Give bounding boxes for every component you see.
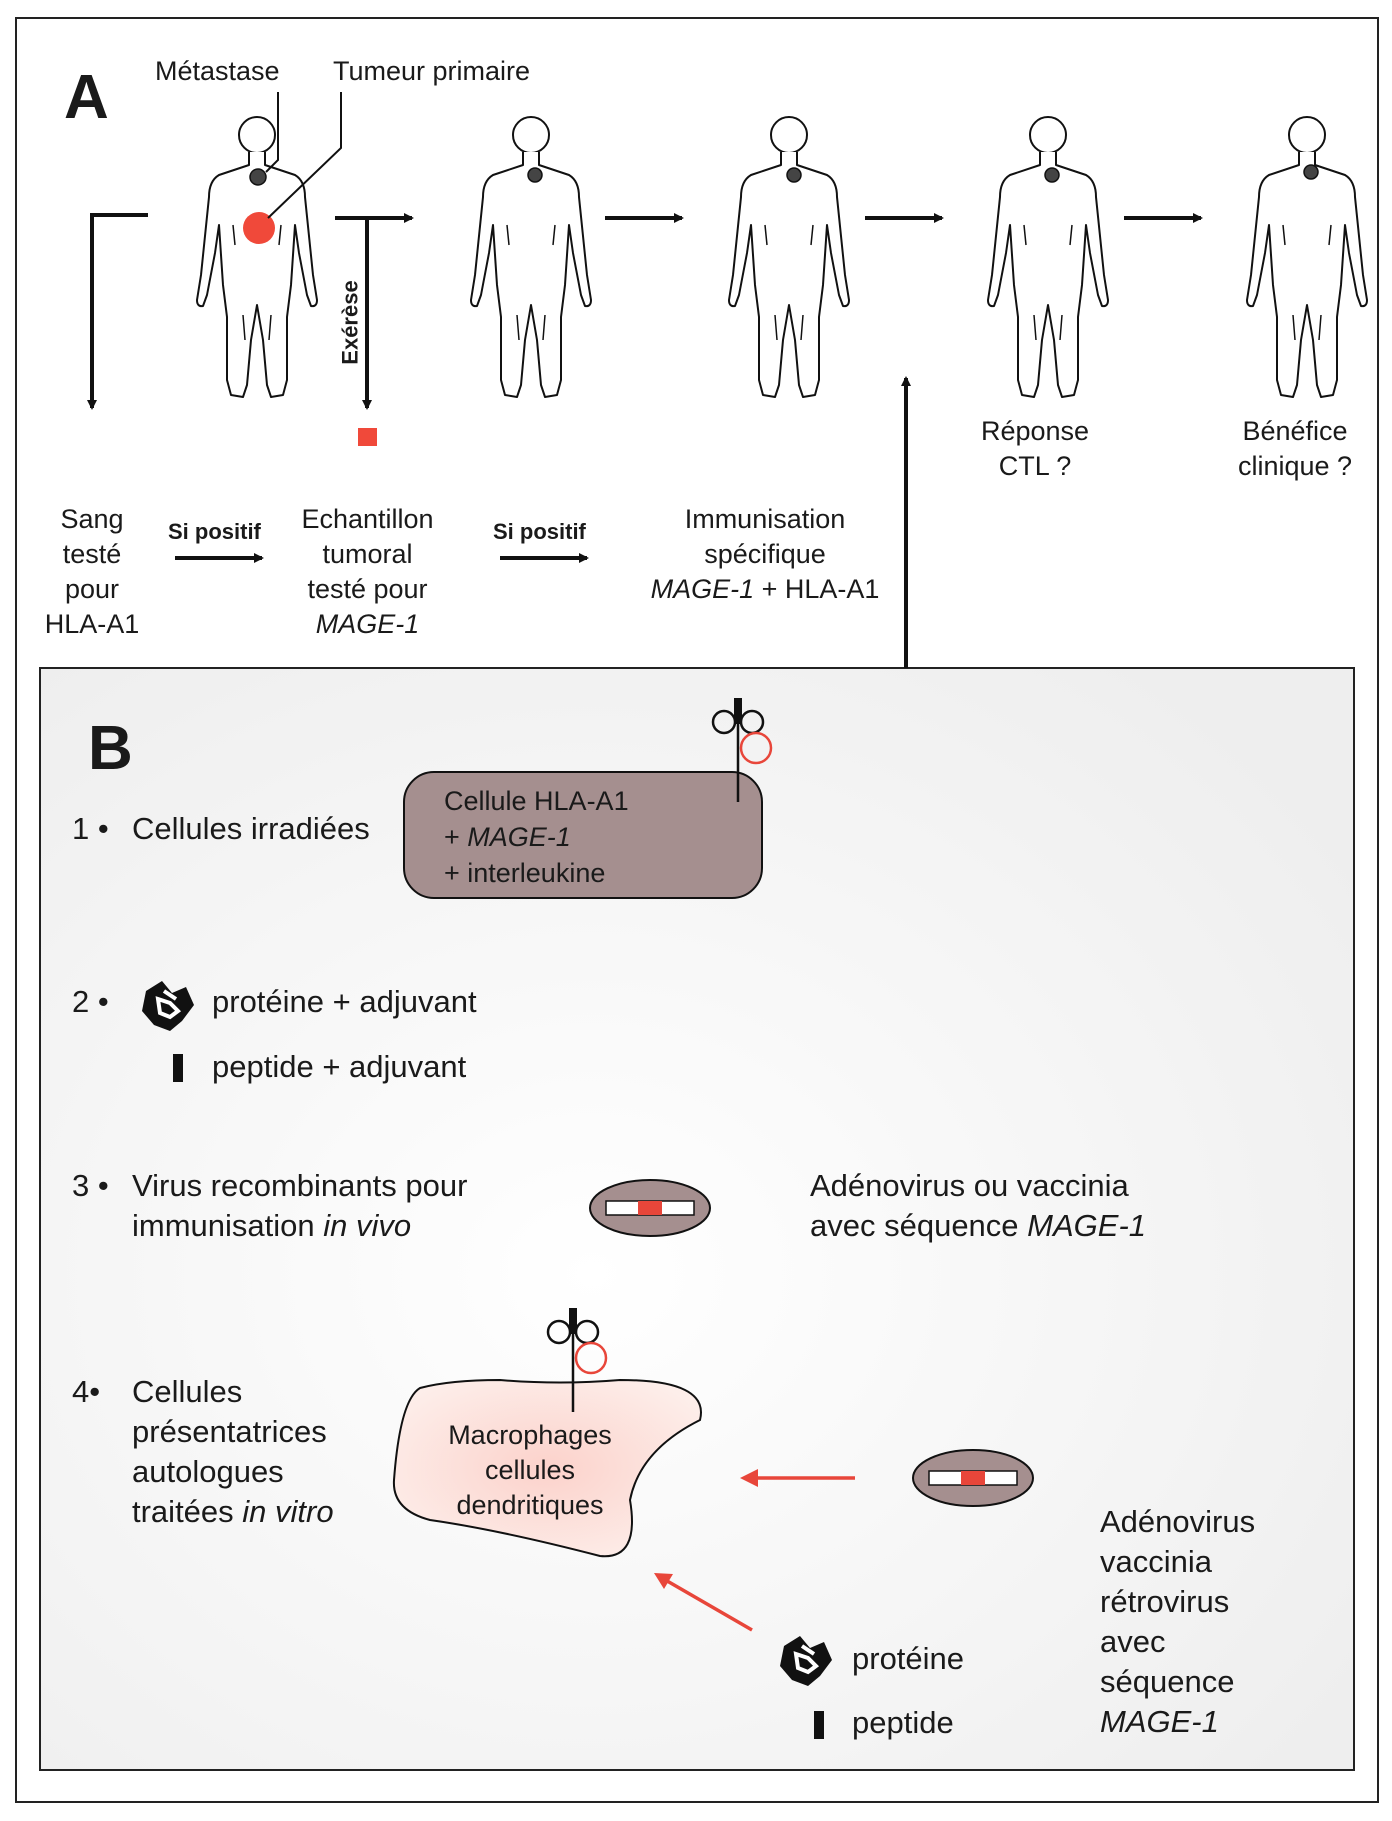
sang-line-1: Sang: [60, 504, 124, 534]
reponse-line-1: Réponse: [980, 416, 1090, 446]
macrophage-text: Macrophages cellules dendritiques: [420, 1418, 640, 1523]
cell-line-3: + interleukine: [444, 858, 606, 888]
item-4-text: Cellules présentatrices autologues trait…: [132, 1372, 334, 1532]
peptide-icon-1: [173, 1054, 183, 1082]
item-3-right-line-2-italic: MAGE-1: [1027, 1208, 1147, 1243]
macro-line-3: dendritiques: [456, 1490, 604, 1520]
person-1-icon: [196, 116, 318, 398]
label-si-positif-2: Si positif: [493, 519, 586, 544]
virus-icon-2: [912, 1449, 1034, 1507]
item-4-proteine: protéine: [852, 1641, 965, 1676]
macro-line-1: Macrophages: [448, 1420, 612, 1450]
person-2-icon: [470, 116, 592, 398]
item-4-virus-text: Adénovirus vaccinia rétrovirus avec séqu…: [1100, 1502, 1255, 1742]
item-4-peptide: peptide: [852, 1705, 954, 1740]
echantillon-line-3: testé pour: [307, 574, 428, 604]
label-metastase: Métastase: [155, 56, 280, 86]
item-3-text: Virus recombinants pour immunisation in …: [132, 1166, 467, 1246]
item-4-line-1: Cellules: [132, 1374, 243, 1409]
item-3-right-line-2-text: avec séquence: [810, 1208, 1028, 1243]
label-reponse: Réponse CTL ?: [955, 414, 1115, 484]
sang-line-4: HLA-A1: [44, 609, 140, 639]
immunisation-line-2: spécifique: [704, 539, 826, 569]
item-2-peptide: peptide + adjuvant: [212, 1049, 467, 1084]
reponse-line-2: CTL ?: [998, 451, 1072, 481]
item-4-line-2: présentatrices: [132, 1414, 327, 1449]
item-3-line-2-italic: in vivo: [323, 1208, 412, 1243]
peptide-icon-2: [814, 1711, 824, 1739]
item-3-right-line-1: Adénovirus ou vaccinia: [810, 1168, 1129, 1203]
label-si-positif-1: Si positif: [168, 519, 261, 544]
echantillon-line-4: MAGE-1: [315, 609, 420, 639]
sang-line-3: pour: [64, 574, 120, 604]
label-tumeur-primaire: Tumeur primaire: [333, 56, 531, 86]
item-3-line-2: immunisation in vivo: [132, 1206, 467, 1246]
macrophage-cell: [392, 1378, 702, 1558]
irradiated-cell-text: Cellule HLA-A1 + MAGE-1 + interleukine: [444, 783, 629, 891]
irradiated-cell: [403, 771, 763, 899]
item-1-label: Cellules irradiées: [132, 811, 370, 846]
immunisation-hla: + HLA-A1: [754, 574, 880, 604]
virus-line-5: séquence: [1100, 1664, 1235, 1699]
echantillon-line-2: tumoral: [322, 539, 413, 569]
item-2-proteine: protéine + adjuvant: [212, 984, 477, 1019]
panel-b-letter: B: [88, 714, 133, 783]
cell-plus: +: [444, 822, 468, 852]
item-3-line-2-text: immunisation: [132, 1208, 324, 1243]
item-4-line-3: autologues: [132, 1454, 284, 1489]
label-sang: Sang testé pour HLA-A1: [22, 502, 162, 642]
item-3-number: 3 •: [72, 1168, 109, 1203]
item-4-line-4: traitées in vitro: [132, 1492, 334, 1532]
item-4-line-4-text: traitées: [132, 1494, 243, 1529]
item-4-number: 4•: [72, 1374, 101, 1409]
item-2-number: 2 •: [72, 984, 109, 1019]
virus-line-4: avec: [1100, 1624, 1166, 1659]
arrow-sang: [87, 213, 148, 410]
sang-line-2: testé: [62, 539, 122, 569]
immunisation-line-1: Immunisation: [684, 504, 846, 534]
macro-line-2: cellules: [484, 1455, 576, 1485]
item-1-number: 1 •: [72, 811, 109, 846]
immunisation-line-3: MAGE-1 + HLA-A1: [630, 572, 900, 607]
person-3-icon: [728, 116, 850, 398]
label-exerese: Exérèse: [337, 280, 363, 365]
benefice-line-1: Bénéfice: [1242, 416, 1348, 446]
benefice-line-2: clinique ?: [1237, 451, 1353, 481]
tumor-sample-square: [358, 428, 377, 446]
label-benefice: Bénéfice clinique ?: [1215, 414, 1375, 484]
panel-a-letter: A: [64, 63, 109, 132]
item-3-right-line-2: avec séquence MAGE-1: [810, 1206, 1146, 1246]
cell-line-2: + MAGE-1: [444, 819, 629, 855]
metastase-leader: [265, 92, 279, 173]
person-5-icon: [1246, 116, 1368, 398]
cell-mage: MAGE-1: [467, 822, 571, 852]
virus-line-2: vaccinia: [1100, 1544, 1212, 1579]
person-4-icon: [987, 116, 1109, 398]
virus-icon-1: [589, 1179, 711, 1237]
item-3-line-1: Virus recombinants pour: [132, 1168, 468, 1203]
virus-line-3: rétrovirus: [1100, 1584, 1230, 1619]
tumeur-leader: [267, 92, 342, 219]
echantillon-line-1: Echantillon: [301, 504, 434, 534]
item-4-line-4-italic: in vitro: [242, 1494, 334, 1529]
cell-line-1: Cellule HLA-A1: [444, 786, 629, 816]
virus-line-1: Adénovirus: [1100, 1504, 1256, 1539]
red-arrow-protein: [661, 1576, 753, 1632]
immunisation-mage: MAGE-1: [650, 574, 755, 604]
label-echantillon: Echantillon tumoral testé pour MAGE-1: [280, 502, 455, 642]
label-immunisation: Immunisation spécifique MAGE-1 + HLA-A1: [630, 502, 900, 607]
virus-line-6: MAGE-1: [1100, 1704, 1219, 1739]
item-3-virus-text: Adénovirus ou vaccinia avec séquence MAG…: [810, 1166, 1146, 1246]
